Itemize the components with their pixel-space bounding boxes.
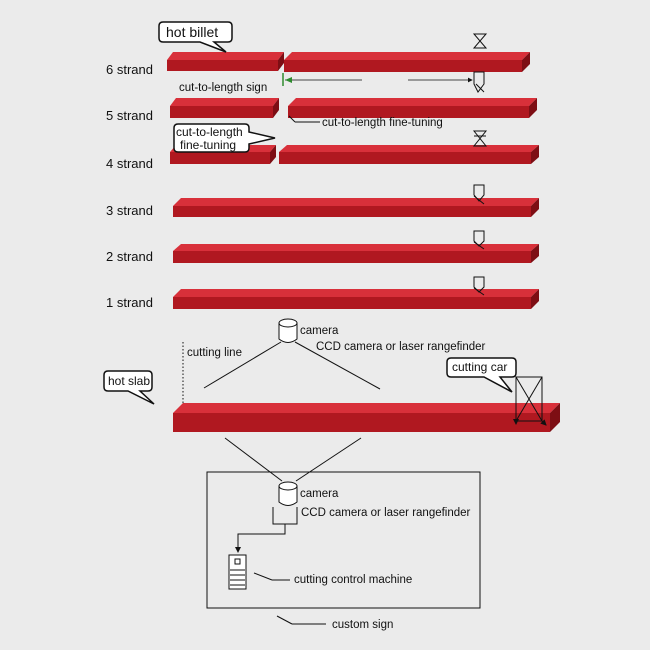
fine-tuning-leader xyxy=(288,115,296,123)
strand-label-2: 2 strand xyxy=(106,249,153,264)
rangefinder-bottom-label: CCD camera or laser rangefinder xyxy=(301,507,471,519)
custom-sign-leader xyxy=(276,615,293,625)
billet-4-right xyxy=(279,145,539,164)
hot-billet-text: hot billet xyxy=(166,24,218,40)
measure-arrow-left xyxy=(285,77,292,83)
cutter-marker-2 xyxy=(473,230,485,250)
cutter-marker-1 xyxy=(473,276,485,296)
control-machine-icon xyxy=(228,554,247,590)
view-line-left-top xyxy=(203,341,282,389)
cutter-marker-3 xyxy=(473,184,485,205)
camera-bottom-icon xyxy=(278,481,298,506)
strand-label-1: 1 strand xyxy=(106,295,153,310)
billet-6-right xyxy=(284,52,530,72)
custom-sign-box xyxy=(206,471,481,609)
billet-6-left xyxy=(167,52,284,71)
rangefinder-bracket xyxy=(272,507,298,525)
hot-slab-bar xyxy=(173,403,560,432)
control-machine-leader xyxy=(253,572,273,581)
cut-to-length-sign-text: cut-to-length sign xyxy=(179,82,267,94)
billet-2 xyxy=(173,244,539,263)
strand-label-3: 3 strand xyxy=(106,203,153,218)
cutting-car-frame xyxy=(513,376,547,426)
fine-tuning-text: cut-to-length fine-tuning xyxy=(322,117,443,129)
cutter-marker-5 xyxy=(473,71,485,93)
view-line-right-top xyxy=(294,341,381,390)
billet-3 xyxy=(173,198,539,217)
custom-sign-label: custom sign xyxy=(332,619,393,631)
fine-tuning-callout: cut-to-length fine-tuning xyxy=(173,123,276,153)
camera-bottom-label: camera xyxy=(300,488,339,500)
fine-tuning-box-line2: fine-tuning xyxy=(180,138,236,152)
billet-5-right xyxy=(288,98,537,118)
control-wire xyxy=(235,524,286,553)
cutting-car-text: cutting car xyxy=(452,360,507,374)
camera-top-icon xyxy=(278,318,298,343)
hot-slab-callout: hot slab xyxy=(103,370,155,405)
fine-tuning-box-line1: cut-to-length xyxy=(176,125,243,139)
strand-label-4: 4 strand xyxy=(106,156,153,171)
control-machine-label: cutting control machine xyxy=(294,574,412,586)
cutter-marker-6 xyxy=(472,33,488,49)
cutter-marker-4 xyxy=(472,130,488,147)
view-line-left-bottom xyxy=(224,437,283,482)
view-line-right-bottom xyxy=(295,437,362,482)
billet-5-left xyxy=(170,98,279,118)
strand-label-5: 5 strand xyxy=(106,108,153,123)
hot-billet-callout: hot billet xyxy=(158,21,233,53)
strand-label-6: 6 strand xyxy=(106,62,153,77)
cutting-line-label: cutting line xyxy=(187,347,242,359)
billet-1 xyxy=(173,289,539,309)
hot-slab-text: hot slab xyxy=(108,374,150,388)
cutting-car-callout: cutting car xyxy=(446,357,517,393)
camera-top-label: camera xyxy=(300,325,339,337)
rangefinder-top-label: CCD camera or laser rangefinder xyxy=(316,341,486,353)
cutter-markers xyxy=(472,33,488,296)
